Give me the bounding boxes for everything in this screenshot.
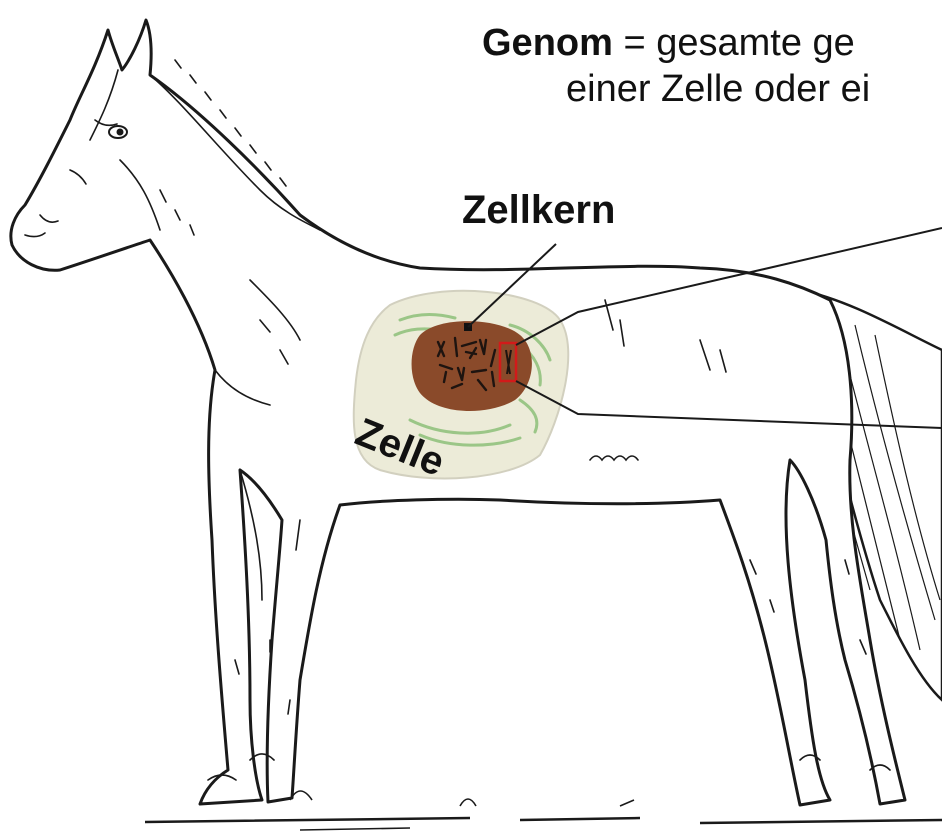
zoom-line-top xyxy=(516,228,942,345)
genome-definition-line2: einer Zelle oder ei xyxy=(482,66,870,112)
genome-definition: Genom = gesamte ge einer Zelle oder ei xyxy=(482,20,870,112)
nucleus xyxy=(412,321,532,411)
nucleus-label: Zellkern xyxy=(462,188,615,233)
zoom-line-bottom xyxy=(516,381,942,428)
genome-definition-line1: = gesamte ge xyxy=(613,22,855,64)
genome-term: Genom xyxy=(482,22,613,64)
